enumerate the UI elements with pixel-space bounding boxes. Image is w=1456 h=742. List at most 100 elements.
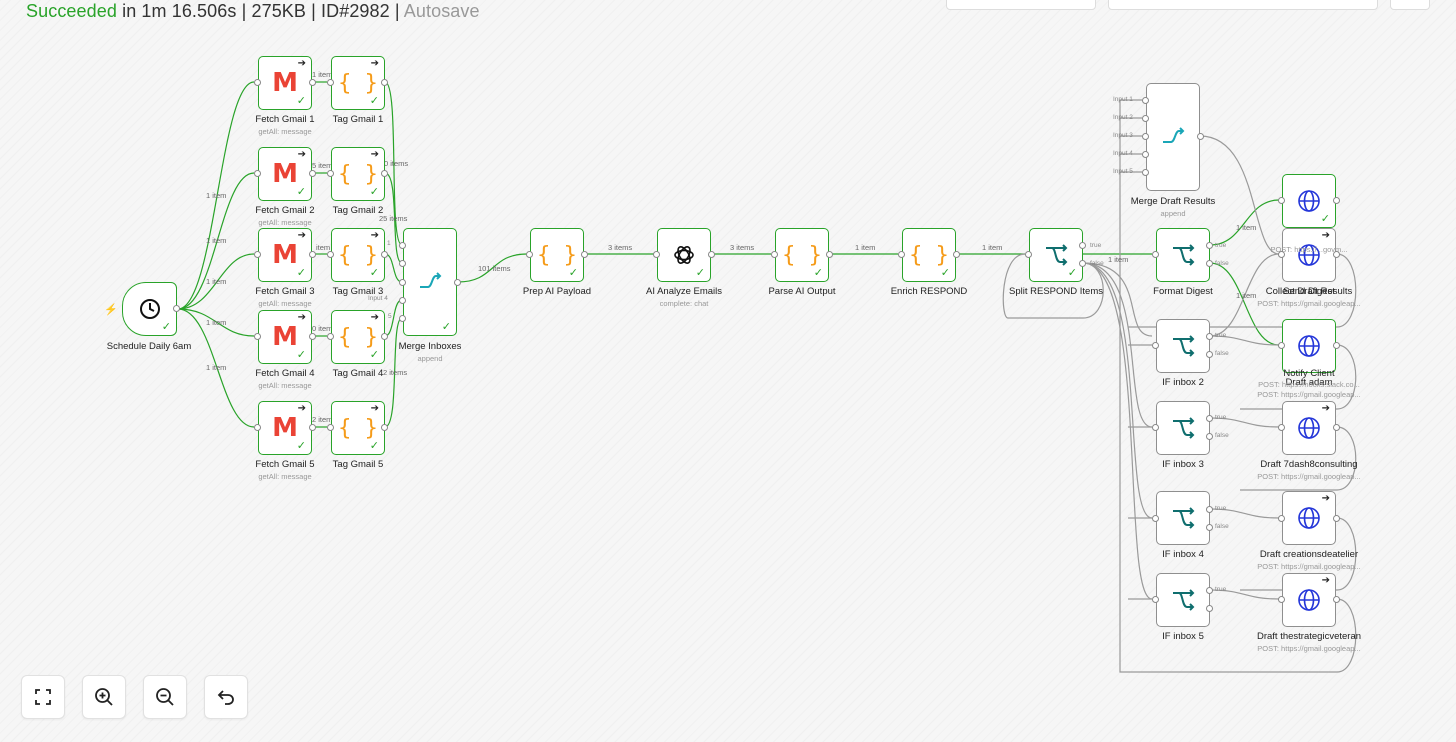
node-draft-thestrategicveteran[interactable]: ➔ [1282,573,1336,627]
header-control[interactable] [1108,0,1378,10]
input-handle[interactable] [653,251,660,258]
node-schedule-daily[interactable]: ✓ [122,282,177,336]
output-handle-false[interactable] [1206,433,1213,440]
node-merge-inboxes[interactable]: ✓ [403,228,457,336]
input-handle[interactable] [1278,424,1285,431]
input-handle[interactable] [254,424,261,431]
input-handle[interactable] [1152,424,1159,431]
node-fetch-gmail-5[interactable]: M ➔✓ [258,401,312,455]
input-handle[interactable] [1142,115,1149,122]
node-if-inbox-5[interactable] [1156,573,1210,627]
header-control[interactable] [946,0,1096,10]
output-handle[interactable] [381,251,388,258]
output-handle[interactable] [581,251,588,258]
node-tag-gmail-5[interactable]: { } ➔✓ [331,401,385,455]
node-split-respond-items[interactable]: ✓ [1029,228,1083,282]
header-control[interactable] [1390,0,1430,10]
input-handle[interactable] [254,170,261,177]
output-handle[interactable] [309,170,316,177]
node-fetch-gmail-3[interactable]: M ➔✓ [258,228,312,282]
node-merge-draft-results[interactable] [1146,83,1200,191]
input-handle[interactable] [1152,596,1159,603]
input-handle[interactable] [898,251,905,258]
node-fetch-gmail-1[interactable]: M ➔✓ [258,56,312,110]
output-handle[interactable] [381,424,388,431]
input-handle[interactable] [399,315,406,322]
output-handle[interactable] [381,170,388,177]
input-handle[interactable] [1278,342,1285,349]
input-handle[interactable] [1142,97,1149,104]
output-handle[interactable] [708,251,715,258]
input-handle[interactable] [327,251,334,258]
output-handle[interactable] [953,251,960,258]
zoom-in-button[interactable] [82,675,126,719]
input-handle[interactable] [1152,515,1159,522]
node-prep-ai-payload[interactable]: { }✓ [530,228,584,282]
input-handle[interactable] [1142,169,1149,176]
output-handle[interactable] [1333,197,1340,204]
output-handle-false[interactable] [1206,260,1213,267]
node-fetch-gmail-4[interactable]: M ➔✓ [258,310,312,364]
output-handle-false[interactable] [1079,260,1086,267]
node-draft-creationsdeatelier[interactable]: ➔ [1282,491,1336,545]
input-handle[interactable] [254,251,261,258]
input-handle[interactable] [771,251,778,258]
input-handle[interactable] [1025,251,1032,258]
node-parse-ai-output[interactable]: { }✓ [775,228,829,282]
node-if-inbox-4[interactable] [1156,491,1210,545]
output-handle[interactable] [381,79,388,86]
node-enrich-respond[interactable]: { }✓ [902,228,956,282]
output-handle[interactable] [309,333,316,340]
input-handle[interactable] [327,170,334,177]
zoom-out-button[interactable] [143,675,187,719]
node-notify-client[interactable] [1282,319,1336,373]
output-handle[interactable] [1333,515,1340,522]
node-draft-7dash8consulting[interactable]: ➔ [1282,401,1336,455]
output-handle[interactable] [1333,251,1340,258]
input-handle[interactable] [254,333,261,340]
input-handle[interactable] [399,279,406,286]
input-handle[interactable] [1278,251,1285,258]
node-fetch-gmail-2[interactable]: M ➔✓ [258,147,312,201]
node-tag-gmail-2[interactable]: { } ➔✓ [331,147,385,201]
input-handle[interactable] [1142,133,1149,140]
input-handle[interactable] [399,297,406,304]
output-handle[interactable] [826,251,833,258]
output-handle-true[interactable] [1206,333,1213,340]
input-handle[interactable] [327,424,334,431]
input-handle[interactable] [1278,596,1285,603]
output-handle[interactable] [1197,133,1204,140]
input-handle[interactable] [1142,151,1149,158]
output-handle-false[interactable] [1206,605,1213,612]
output-handle-false[interactable] [1206,351,1213,358]
output-handle-true[interactable] [1079,242,1086,249]
node-tag-gmail-1[interactable]: { } ➔✓ [331,56,385,110]
input-handle[interactable] [1152,251,1159,258]
input-handle[interactable] [526,251,533,258]
node-tag-gmail-3[interactable]: { } ➔✓ [331,228,385,282]
node-if-inbox-2[interactable] [1156,319,1210,373]
output-handle[interactable] [309,424,316,431]
node-format-digest[interactable] [1156,228,1210,282]
output-handle-true[interactable] [1206,587,1213,594]
fit-view-button[interactable] [21,675,65,719]
output-handle[interactable] [381,333,388,340]
output-handle-true[interactable] [1206,506,1213,513]
input-handle[interactable] [327,333,334,340]
input-handle[interactable] [254,79,261,86]
input-handle[interactable] [1278,515,1285,522]
input-handle[interactable] [1152,342,1159,349]
input-handle[interactable] [327,79,334,86]
node-ai-analyze-emails[interactable]: ✓ [657,228,711,282]
output-handle[interactable] [1333,596,1340,603]
output-handle[interactable] [1333,342,1340,349]
input-handle[interactable] [399,242,406,249]
output-handle[interactable] [309,251,316,258]
node-tag-gmail-4[interactable]: { } ➔✓ [331,310,385,364]
output-handle[interactable] [454,279,461,286]
reset-zoom-button[interactable] [204,675,248,719]
output-handle[interactable] [309,79,316,86]
input-handle[interactable] [399,260,406,267]
output-handle-true[interactable] [1206,242,1213,249]
output-handle-false[interactable] [1206,524,1213,531]
